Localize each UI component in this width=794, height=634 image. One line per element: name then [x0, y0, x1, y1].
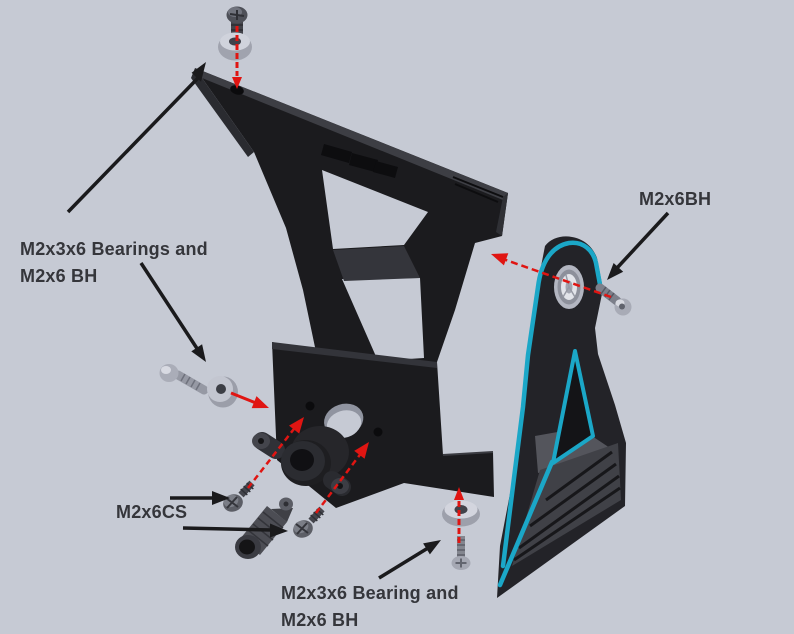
bottom-bearing	[442, 500, 480, 527]
frame-motor-hole	[324, 403, 364, 439]
label-line: M2x3x6 Bearing and	[281, 583, 459, 603]
label-line: M2x6CS	[116, 502, 188, 522]
callout-arrow-cs-1	[170, 491, 230, 505]
frame-body	[195, 68, 508, 508]
red-arrow-cs-screw-1	[247, 417, 304, 489]
frame-mount-hole-right	[373, 427, 383, 437]
red-arrow-bottom-bearing	[454, 487, 464, 543]
main-frame-part	[191, 68, 508, 508]
bearing-holder-part	[252, 426, 351, 496]
label-m2x6bh: M2x6BH	[639, 186, 711, 213]
red-arrow-m2x6bh	[491, 253, 612, 299]
frame-mount-hole-left	[305, 401, 315, 411]
bracket-teal-lower-stripe	[497, 459, 555, 588]
label-m2x6cs: M2x6CS	[116, 499, 187, 526]
frame-beam-end-face	[496, 193, 508, 236]
callout-arrow-cs-2	[182, 523, 288, 538]
callout-arrow-top-bearing	[66, 62, 206, 214]
left-screw	[159, 364, 209, 395]
embossed-logo-marks	[321, 144, 398, 178]
frame-plate-top-edge	[272, 342, 437, 368]
label-bearings-top-left: M2x3x6 Bearings and M2x6 BH	[20, 236, 208, 290]
red-arrow-left-bearing	[230, 391, 269, 409]
frame-groove-1	[452, 176, 504, 198]
label-line: M2x6 BH	[281, 610, 359, 630]
callout-arrow-m2x6bh	[607, 211, 670, 280]
callout-arrows	[66, 62, 670, 580]
label-bearing-bottom: M2x3x6 Bearing and M2x6 BH	[281, 580, 459, 634]
holder-ear-right	[323, 471, 351, 496]
label-line: M2x3x6 Bearings and	[20, 239, 208, 259]
label-line: M2x6 BH	[20, 266, 98, 286]
holder-ear-left	[252, 432, 285, 459]
red-arrow-cs-screw-2	[315, 442, 369, 514]
left-bearing-nut	[207, 376, 238, 408]
callout-arrow-left-bearing	[139, 262, 206, 362]
bracket-teal-outer-stripe	[500, 240, 604, 569]
callout-arrow-bottom-bearing	[378, 540, 441, 580]
side-bracket-part	[497, 236, 626, 598]
frame-top-face	[195, 68, 508, 200]
bottom-screw	[451, 536, 471, 570]
bracket-grille	[512, 443, 621, 566]
top-bearing	[218, 32, 252, 61]
frame-foot-edge	[442, 451, 494, 456]
m2x6bh-screw	[595, 283, 632, 316]
frame-top-screw-hole	[230, 85, 244, 95]
frame-groove-2	[454, 183, 499, 203]
red-arrow-top-bearing	[232, 26, 242, 89]
label-line: M2x6BH	[639, 189, 712, 209]
frame-strut-face	[333, 246, 420, 281]
frame-apex-face	[191, 68, 254, 157]
cs-screw-2	[293, 506, 325, 538]
red-assembly-arrows	[230, 26, 612, 543]
bracket-window	[551, 349, 595, 465]
